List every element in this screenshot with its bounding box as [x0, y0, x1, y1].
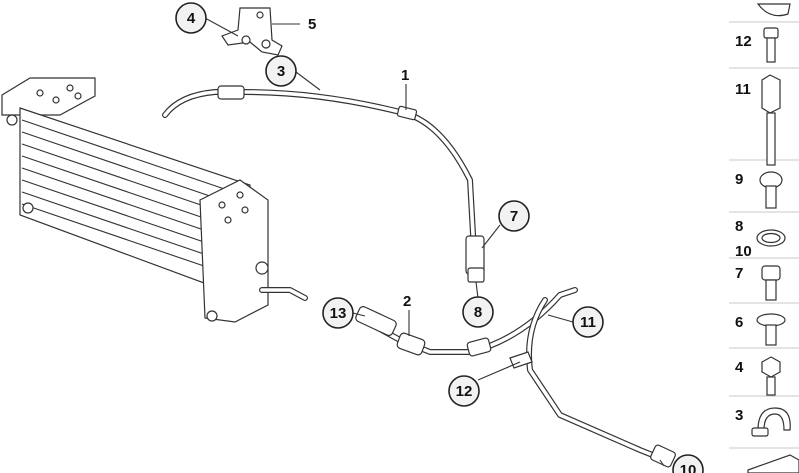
standoff-shank-icon [766, 112, 776, 166]
svg-text:7: 7 [735, 265, 743, 282]
svg-text:12: 12 [735, 33, 752, 50]
callout-10: 10 [659, 454, 704, 473]
svg-text:6: 6 [735, 314, 743, 331]
svg-text:7: 7 [510, 208, 518, 225]
callout-2: 2 [403, 293, 411, 336]
parts-sidebar: 12 11 9 8 10 7 6 [729, 3, 799, 473]
bolt-head-icon [763, 27, 779, 39]
sidebar-item-11: 11 [735, 74, 781, 166]
hose-upper [162, 85, 485, 283]
bracket [221, 7, 283, 56]
svg-text:5: 5 [308, 16, 316, 33]
sidebar-item-7: 7 [735, 265, 781, 301]
sidebar-item-4: 4 [735, 356, 781, 396]
hex-bolt-shank-icon [766, 376, 776, 396]
svg-text:8: 8 [474, 304, 482, 321]
callout-1: 1 [401, 67, 409, 110]
sidebar-item-6: 6 [735, 313, 786, 346]
callout-3: 3 [265, 55, 321, 91]
callout-8: 8 [462, 281, 494, 328]
svg-text:12: 12 [456, 383, 473, 400]
svg-text:11: 11 [735, 81, 751, 98]
svg-text:13: 13 [330, 305, 347, 322]
sidebar-item-3: 3 [735, 407, 791, 437]
svg-text:3: 3 [735, 407, 743, 424]
svg-text:9: 9 [735, 171, 743, 188]
callout-4: 4 [175, 2, 239, 37]
orientation-arrow-icon [747, 454, 799, 473]
banjo-bolt-shank-icon [765, 185, 777, 209]
callout-11: 11 [547, 306, 604, 338]
svg-text:11: 11 [580, 314, 596, 331]
svg-text:2: 2 [403, 293, 411, 310]
callout-12: 12 [448, 361, 521, 407]
sidebar-item-8-10: 8 10 [735, 218, 786, 260]
callout-13: 13 [322, 297, 366, 329]
bolt-shank-icon [766, 37, 776, 63]
hose-lower [355, 287, 676, 468]
callout-7: 7 [481, 200, 530, 249]
callout-5: 5 [272, 16, 316, 33]
flange-screw-head-icon [756, 313, 786, 327]
svg-text:10: 10 [735, 243, 752, 260]
svg-text:1: 1 [401, 67, 409, 84]
svg-text:4: 4 [735, 359, 744, 376]
svg-text:8: 8 [735, 218, 743, 235]
hex-standoff-icon [761, 74, 781, 114]
socket-screw-head-icon [761, 265, 781, 281]
svg-text:10: 10 [680, 462, 697, 473]
sidebar-item-9: 9 [735, 171, 783, 209]
socket-screw-shank-icon [765, 279, 777, 301]
sidebar-item-12: 12 [735, 27, 779, 63]
oil-cooler [1, 77, 308, 323]
svg-text:4: 4 [187, 10, 196, 27]
flange-screw-shank-icon [765, 324, 777, 346]
p-clamp-icon [757, 407, 791, 431]
hose-clip-icon [756, 3, 791, 17]
hex-bolt-head-icon [761, 356, 781, 378]
svg-text:3: 3 [277, 63, 285, 80]
